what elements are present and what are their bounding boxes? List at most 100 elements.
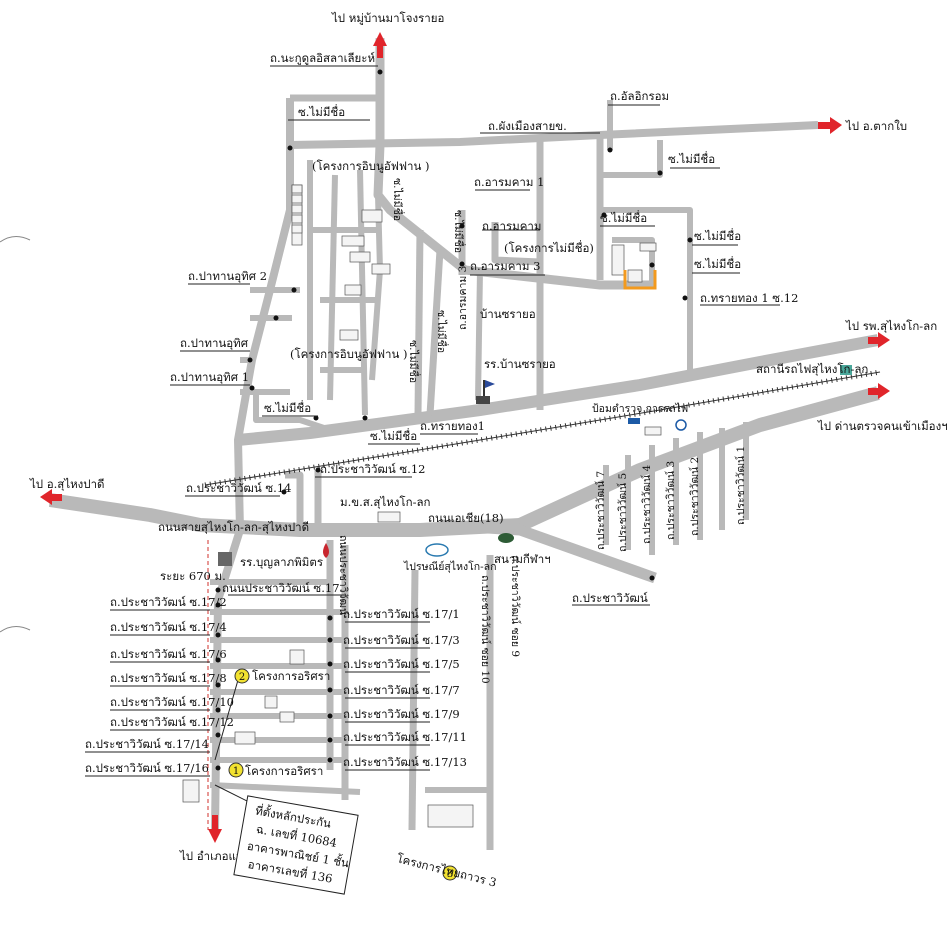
road-label: ถ.ประชาวิวัฒน์ 7 — [594, 471, 607, 550]
right-soi-labels: ถ.ประชาวิวัฒน์ ซ.17/1 ถ.ประชาวิวัฒน์ ซ.17… — [343, 607, 467, 769]
road-label: ถนนเอเชีย(18) — [428, 511, 504, 525]
building-icon — [218, 552, 232, 566]
road-label: ถ.นะกูดูลอิสลาเลียะห์ — [270, 51, 375, 65]
dir-north-label: ไป หมู่บ้านมาโจงรายอ — [331, 11, 444, 25]
road-label: ถ.ประชาวิวัฒน์ ซ.17/4 — [110, 620, 227, 634]
road-label: ถ.อารมคาม 3 — [470, 259, 540, 273]
leader-lines — [85, 65, 780, 811]
marker-3-icon: 3 — [442, 865, 458, 881]
road-label: ถ.ประชาวิวัฒน์ ซ.17/2 — [110, 595, 227, 609]
marker-2-label: 2 — [239, 672, 245, 683]
place-label: ระยะ 670 ม. — [160, 569, 226, 583]
drop-icon — [323, 543, 329, 558]
place-label: โครงการไทยถาวร 3 — [395, 851, 498, 889]
road-label: ถ.ปาทานอุทิศ 2 — [188, 269, 267, 283]
road-label-vertical: ถ.ประชาวิวัฒน์ ซอย 9 — [509, 555, 522, 657]
arrow-east-icon — [818, 117, 842, 134]
place-label: (โครงการอิบนูอัฟฟาน ) — [312, 159, 429, 173]
place-label: โครงการอริศรา — [252, 669, 330, 683]
marker-1-icon: 1 — [228, 762, 244, 778]
marker-1-label: 1 — [233, 766, 239, 777]
marker-2-icon: 2 — [234, 668, 250, 684]
road-label: ถ.ประชาวิวัฒน์ — [572, 591, 648, 605]
place-label: โครงการอริศรา — [245, 764, 323, 778]
road-label: ซ.ไม่มีชื่อ — [694, 256, 741, 271]
road-label: ถ.ประชาวิวัฒน์ ซ.17/11 — [343, 730, 467, 744]
marker-3-label: 3 — [447, 869, 453, 880]
road-label: ซ.ไม่มีชื่อ — [370, 428, 417, 443]
road-label: ถ.ประชาวิวัฒน์ 5 — [616, 473, 629, 552]
place-label: บ้านซรายอ — [480, 307, 536, 321]
road-label: ซ.ไม่มีชื่อ — [298, 104, 345, 119]
dir-east-label: ไป อ.ตากใบ — [845, 119, 907, 133]
diag-soi-labels: ถ.ประชาวิวัฒน์ 7 ถ.ประชาวิวัฒน์ 5 ถ.ประชาว… — [594, 446, 747, 552]
flag-icon — [476, 380, 495, 404]
road-label: ถ.ประชาวิวัฒน์ 3 — [664, 461, 677, 540]
road-label: ถ.ประชาวิวัฒน์ 2 — [688, 457, 701, 536]
place-label: รร.บ้านซรายอ — [484, 357, 556, 371]
road-label: ถ.ประชาวิวัฒน์ ซ.17/14 — [85, 737, 209, 751]
place-label: สถานีรถไฟสุไหงโก-ลก — [756, 362, 868, 376]
road-label: ถ.ประชาวิวัฒน์ ซ.17/9 — [343, 707, 460, 721]
place-label: (โครงการไม่มีชื่อ) — [504, 240, 594, 255]
road-label: ถ.อารมคาม — [482, 219, 541, 233]
road-label: ซ.ไม่มีชื่อ — [600, 210, 647, 225]
place-label: ม.ข.ส.สุไหงโก-ลก — [340, 495, 430, 509]
road-label: ถ.ประชาวิวัฒน์ ซ.17/5 — [343, 657, 460, 671]
road-label: ถ.ทรายทอง1 — [420, 419, 485, 433]
highlight-plot — [623, 270, 657, 290]
road-label: ถ.ประชาวิวัฒน์ ซ.17/6 — [110, 647, 227, 661]
road-label: ถ.ประชาวิวัฒน์ ซ.17/12 — [110, 715, 234, 729]
road-label: ถ.ประชาวิวัฒน์ 1 — [734, 446, 747, 525]
dir-checkpoint-label: ไป ด่านตรวจคนเข้าเมืองฯ — [817, 419, 948, 433]
arrow-west-icon — [40, 489, 62, 505]
place-label: รร.บุญลาภพิมิตร — [240, 555, 323, 569]
scan-mark — [0, 626, 31, 633]
road-label: ถ.ประชาวิวัฒน์ ซ.17/8 — [110, 671, 227, 685]
stadium-icon — [498, 533, 514, 543]
left-soi-labels: ถ.ประชาวิวัฒน์ ซ.17/2 ถ.ประชาวิวัฒน์ ซ.17… — [85, 595, 234, 775]
road-label-vertical: ถ.ประชาวิวัฒน์ ซอย 10 — [479, 575, 492, 684]
building-blocks — [182, 184, 662, 828]
road-label: ถ.ประชาวิวัฒน์ ซ.14 — [186, 481, 291, 495]
place-label: สนามกีฬาฯ — [494, 552, 551, 566]
road-label-vertical: ซ.ไม่มีชื่อ — [407, 340, 421, 383]
road-label-vertical: ซ.ไม่มีชื่อ — [435, 310, 449, 353]
arrow-east-checkpoint-icon — [868, 383, 890, 399]
road-label: ถ.ประชาวิวัฒน์ ซ.12 — [320, 462, 425, 476]
road-label: ถ.ประชาวิวัฒน์ ซ.17/1 — [343, 607, 460, 621]
road-label: ถ.ประชาวิวัฒน์ ซ.17/7 — [343, 683, 460, 697]
arrow-north-icon — [373, 32, 387, 58]
road-label: ถ.ประชาวิวัฒน์ ซ.17/3 — [343, 633, 460, 647]
scan-mark — [0, 236, 31, 243]
road-label-vertical: ซ.ไม่มีชื่อ — [452, 210, 466, 253]
collateral-infobox: ที่ตั้งหลักประกัน ฉ. เลขที่ 10684 อาคารพ… — [233, 795, 359, 895]
post-office-icon — [425, 543, 449, 557]
road-label-vertical: ถ.อารมคาม 3 — [457, 266, 469, 330]
junction-dots — [215, 69, 693, 771]
place-label: ไปรษณีย์สุไหงโก-ลก — [403, 560, 496, 573]
railway — [204, 369, 881, 488]
station-icon — [840, 365, 852, 375]
dir-south-label: ไป อำเภอแว้ง — [179, 849, 248, 863]
road-label-vertical: ซ.ไม่มีชื่อ — [391, 178, 405, 221]
place-label: ป้อมตำรวจ การรถไฟ — [592, 402, 688, 415]
road-label: ถ.ปาทานอุทิศ 1 — [170, 370, 249, 384]
road-label: ถนนสายสุไหงโก-ลก-สุไหงปาดี — [158, 520, 309, 534]
road-label: ถ.ประชาวิวัฒน์ ซ.17/10 — [110, 695, 234, 709]
arrow-east-hospital-icon — [868, 332, 890, 348]
road-label: ถ.อารมคาม 1 — [474, 175, 544, 189]
road-label: ถ.ประชาวิวัฒน์ 4 — [640, 465, 653, 544]
road-label: ถ.ประชาวิวัฒน์ ซ.17/13 — [343, 755, 467, 769]
place-label: (โครงการอิบนูอัฟฟาน ) — [290, 347, 407, 361]
arrow-south-icon — [208, 815, 222, 843]
road-label: ซ.ไม่มีชื่อ — [668, 151, 715, 166]
road-label: ถ.ทรายทอง 1 ซ.12 — [700, 291, 798, 305]
road-label: ถ.ผังเมืองสายข. — [488, 119, 567, 133]
road-label: ถ.อัลอิกรอม — [610, 89, 669, 103]
sign-icon — [628, 418, 687, 431]
road-label: ถนนประชาวิวัฒน์ ซ.17 — [222, 581, 340, 595]
road-label: ถ.ปาทานอุทิศ — [180, 336, 249, 350]
dir-west-label: ไป อ.สุไหงปาดี — [29, 477, 105, 491]
